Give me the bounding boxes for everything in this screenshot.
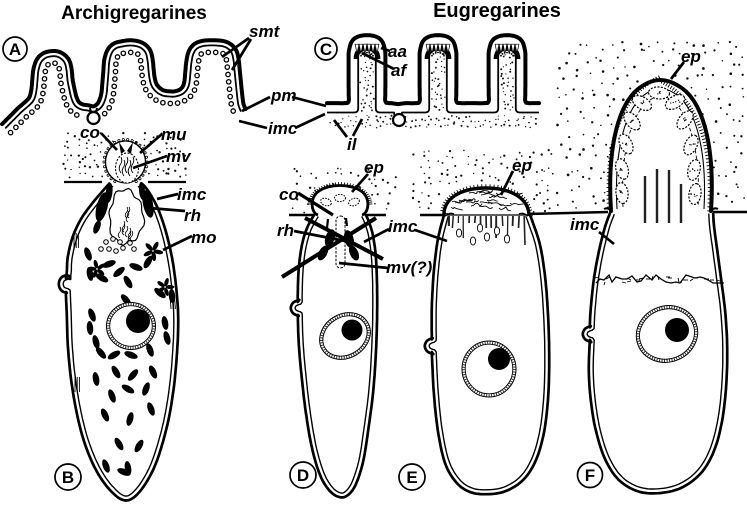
svg-text:Archigregarines: Archigregarines — [61, 3, 207, 24]
svg-text:ep: ep — [681, 47, 701, 66]
svg-text:imc: imc — [177, 185, 207, 204]
svg-text:imc: imc — [268, 119, 298, 138]
svg-text:A: A — [9, 40, 21, 59]
svg-text:B: B — [62, 468, 74, 487]
svg-text:D: D — [297, 466, 309, 485]
svg-text:co: co — [80, 123, 100, 142]
svg-text:mu: mu — [161, 125, 187, 144]
svg-text:F: F — [585, 466, 595, 485]
svg-text:rh: rh — [184, 206, 201, 225]
svg-text:mo: mo — [191, 228, 217, 247]
svg-text:Eugregarines: Eugregarines — [433, 0, 561, 22]
svg-text:il: il — [347, 135, 358, 154]
svg-text:E: E — [406, 468, 417, 487]
svg-text:ep: ep — [512, 156, 532, 175]
svg-text:aa: aa — [388, 42, 407, 61]
svg-text:imc: imc — [388, 217, 418, 236]
svg-text:C: C — [320, 40, 332, 59]
svg-text:af: af — [391, 61, 408, 80]
svg-text:rh: rh — [277, 221, 294, 240]
svg-text:imc: imc — [570, 215, 600, 234]
svg-text:co: co — [279, 185, 299, 204]
svg-text:smt: smt — [249, 22, 281, 41]
svg-text:ep: ep — [364, 158, 384, 177]
svg-text:mv: mv — [166, 147, 192, 166]
svg-text:pm: pm — [270, 86, 297, 105]
svg-text:mv(?): mv(?) — [386, 258, 433, 277]
